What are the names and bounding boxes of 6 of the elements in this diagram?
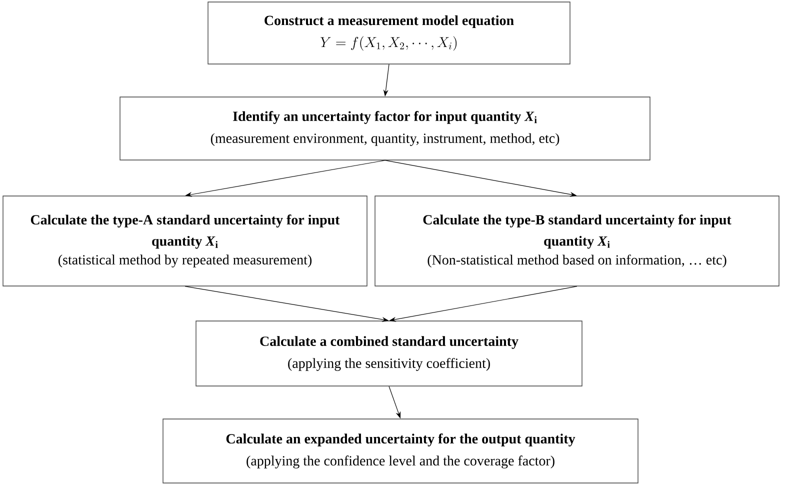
process-box: Calculate the type-B standard uncertainty for input quantity X$_{i}$ (Non-statistical method based on information, … etc) [374, 196, 780, 286]
process-box: Calculate a combined standard uncertainty (applying the sensitivity coefficient) [196, 320, 582, 386]
process-box: Calculate the type-A standard uncertainty for input quantity X$_{i}$ (statistical method by repeated measurement) [2, 196, 368, 286]
process-box: Construct a measurement model equation $Y = f(X_1, X_2, \cdots, X_i)$ [208, 2, 570, 64]
process-box: Identify an uncertainty factor for input quantity X$_{i}$ (measurement environment, quantity, instrument, method, etc) [120, 96, 650, 160]
process-box: Calculate an expanded uncertainty for the output quantity (applying the confidence level and the coverage factor) [162, 418, 638, 484]
